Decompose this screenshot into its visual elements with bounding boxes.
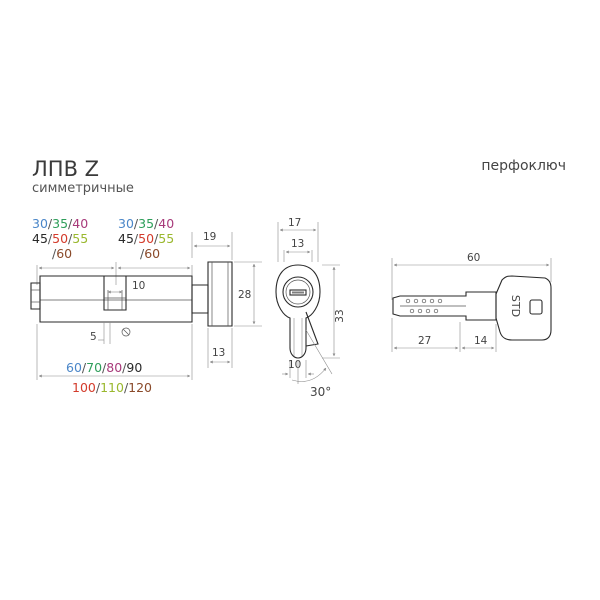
perforated-key: 60 STD 27 14 (391, 252, 552, 352)
knob-height-dimension: 28 (234, 261, 262, 327)
size-left-35: 35 (52, 216, 68, 231)
length-100: 100 (72, 380, 96, 395)
size-left-60: 60 (56, 246, 72, 261)
length-90: 90 (126, 360, 142, 375)
cam-gap-label: 10 (132, 280, 145, 292)
svg-text:/60: /60 (52, 246, 72, 261)
svg-text:30/35/40: 30/35/40 (118, 216, 174, 231)
side-inner-width-label: 13 (291, 238, 304, 250)
svg-text:100/110/120: 100/110/120 (72, 380, 152, 395)
length-110: 110 (100, 380, 124, 395)
knob-depth-label: 13 (212, 347, 225, 359)
size-right-45: 45 (118, 231, 134, 246)
key-type-label: перфоключ (481, 158, 566, 174)
size-right-40: 40 (158, 216, 174, 231)
size-right-60: 60 (144, 246, 160, 261)
knob-depth-dimension: 13 (207, 328, 233, 368)
svg-text:30/35/40: 30/35/40 (32, 216, 88, 231)
length-70: 70 (86, 360, 102, 375)
cylinder-side-view: 17 13 33 10 30° (275, 217, 346, 399)
size-left-40: 40 (72, 216, 88, 231)
knob-width-label: 19 (203, 231, 216, 243)
svg-text:45/50/55: 45/50/55 (118, 231, 174, 246)
size-dimension-lines (36, 262, 193, 285)
key-blade-label: 27 (418, 335, 431, 347)
size-left-45: 45 (32, 231, 48, 246)
side-top-width-label: 17 (288, 217, 301, 229)
size-right-30: 30 (118, 216, 134, 231)
key-shoulder-label: 14 (474, 335, 488, 347)
svg-text:60/70/80/90: 60/70/80/90 (66, 360, 142, 375)
total-length-dimension (36, 324, 193, 380)
sizes-left: 30/35/40 45/50/55 /60 (32, 216, 88, 261)
product-subtitle: симметричные (32, 181, 134, 196)
key-brand: STD (509, 295, 522, 317)
screw-dimension: 5 (90, 322, 111, 344)
screw-label: 5 (90, 331, 97, 343)
key-total-label: 60 (467, 252, 480, 264)
length-60: 60 (66, 360, 82, 375)
cylinder-front-view (30, 261, 233, 337)
length-80: 80 (106, 360, 122, 375)
knob-width-dimension: 19 (191, 231, 233, 260)
svg-text:/60: /60 (140, 246, 160, 261)
size-right-50: 50 (138, 231, 154, 246)
side-bottom-width-label: 10 (288, 359, 301, 371)
length-120: 120 (128, 380, 152, 395)
sizes-right: 30/35/40 45/50/55 /60 (118, 216, 174, 261)
total-lengths: 60/70/80/90 100/110/120 (66, 360, 152, 395)
size-right-55: 55 (158, 231, 174, 246)
svg-text:45/50/55: 45/50/55 (32, 231, 88, 246)
side-height-label: 33 (334, 309, 346, 322)
size-left-50: 50 (52, 231, 68, 246)
key-dimples (405, 298, 443, 314)
knob-height-label: 28 (238, 289, 251, 301)
cam-gap-dimension: 10 (107, 280, 145, 294)
size-left-55: 55 (72, 231, 88, 246)
size-left-30: 30 (32, 216, 48, 231)
product-title: ЛПВ Z (32, 157, 99, 181)
size-right-35: 35 (138, 216, 154, 231)
side-angle-label: 30° (310, 385, 331, 399)
